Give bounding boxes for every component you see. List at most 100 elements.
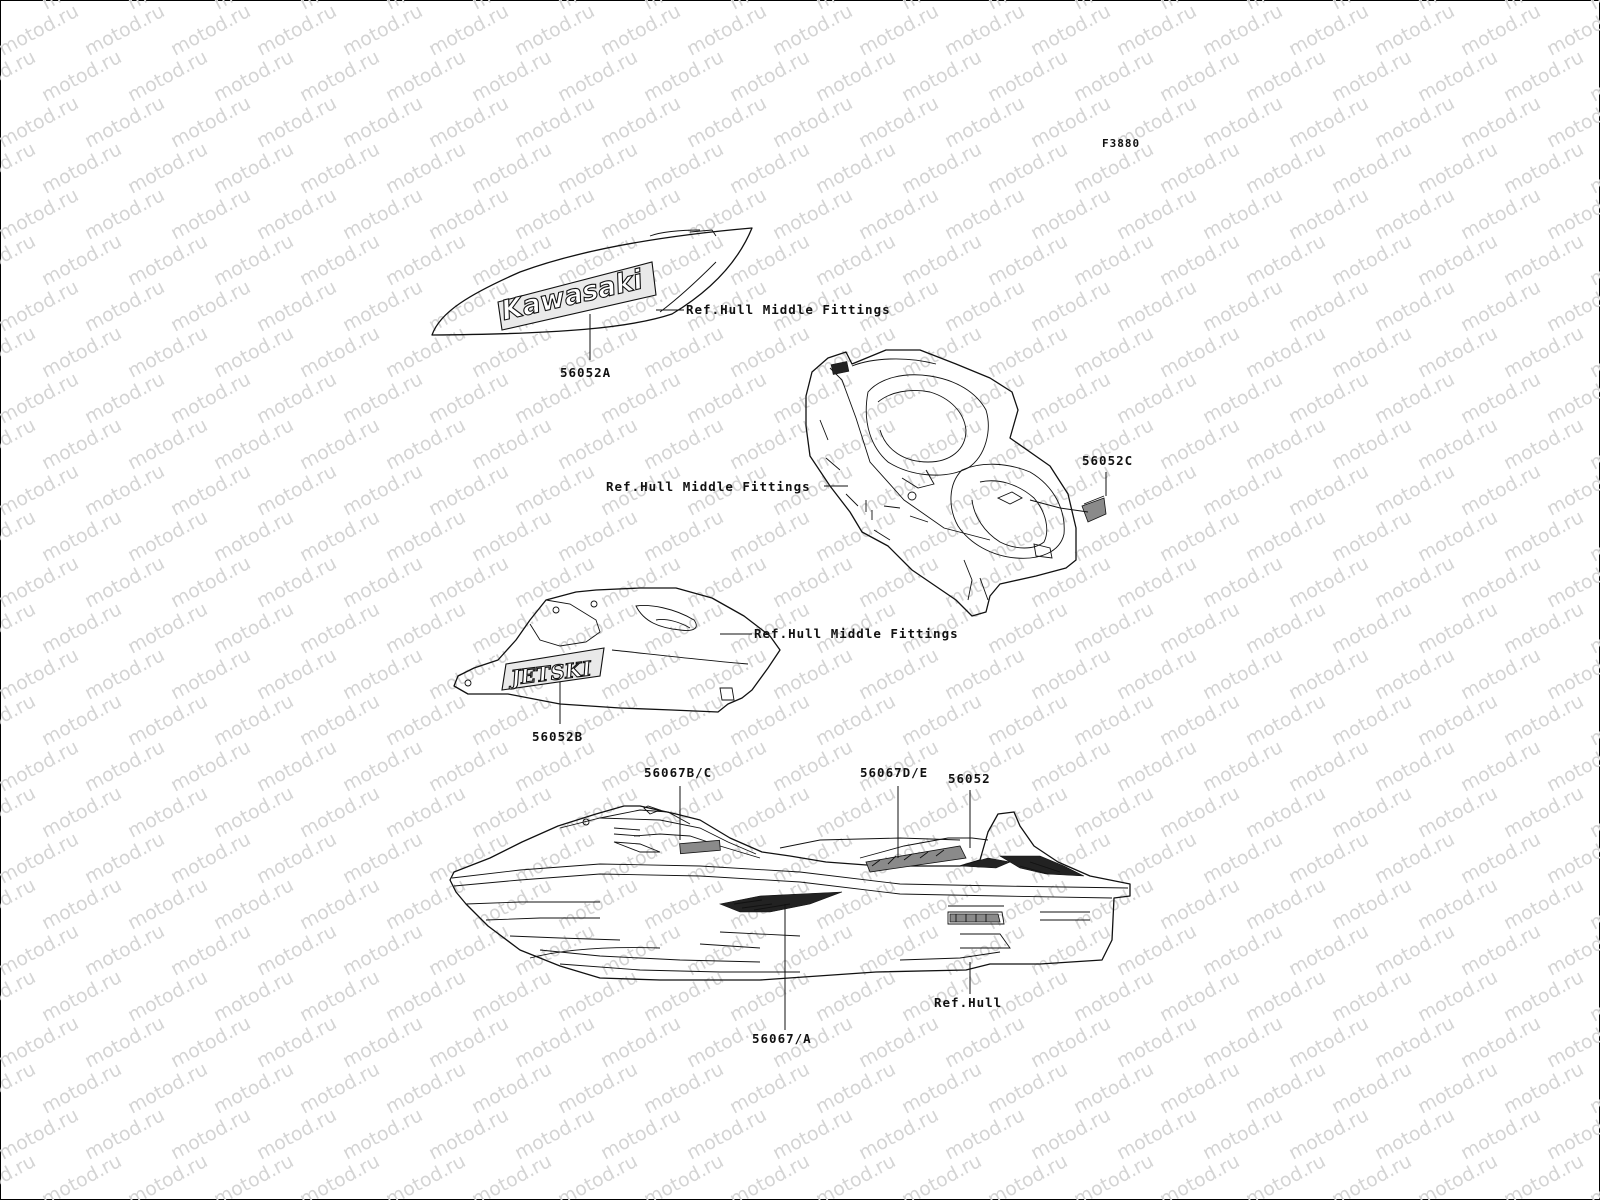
watermark-text: motod.ru — [1199, 460, 1286, 520]
watermark-text: motod.ru — [167, 460, 254, 520]
watermark-text: motod.ru — [425, 460, 512, 520]
watermark-text: motod.ru — [468, 230, 555, 290]
watermark-text: motod.ru — [769, 920, 856, 980]
watermark-text: motod.ru — [468, 414, 555, 474]
watermark-text: motod.ru — [124, 322, 211, 382]
watermark-text: motod.ru — [1586, 966, 1600, 1026]
watermark-text: motod.ru — [554, 1058, 641, 1118]
watermark-text: motod.ru — [511, 552, 598, 612]
watermark-text: motod.ru — [38, 322, 125, 382]
watermark-text: motod.ru — [1113, 736, 1200, 796]
watermark-text: motod.ru — [382, 230, 469, 290]
watermark-text: motod.ru — [1586, 322, 1600, 382]
watermark-text: motod.ru — [640, 874, 727, 934]
watermark-text: motod.ru — [1371, 92, 1458, 152]
watermark-text: motod.ru — [1156, 1058, 1243, 1118]
label-ref-hull-middle-fittings-2: Ref.Hull Middle Fittings — [606, 479, 811, 494]
watermark-text: motod.ru — [1242, 1150, 1329, 1200]
watermark-text: motod.ru — [210, 138, 297, 198]
label-part-56052: 56052 — [948, 771, 991, 786]
watermark-text: motod.ru — [1199, 368, 1286, 428]
watermark-text: motod.ru — [468, 1150, 555, 1200]
watermark-text: motod.ru — [167, 276, 254, 336]
watermark-text: motod.ru — [1070, 782, 1157, 842]
watermark-text: motod.ru — [0, 644, 82, 704]
watermark-text: motod.ru — [855, 0, 942, 60]
watermark-text: motod.ru — [0, 920, 82, 980]
watermark-text: motod.ru — [1285, 276, 1372, 336]
watermark-text: motod.ru — [1328, 966, 1415, 1026]
watermark-text: motod.ru — [1027, 644, 1114, 704]
watermark-text: motod.ru — [1027, 1012, 1114, 1072]
watermark-text: motod.ru — [1414, 598, 1501, 658]
watermark-text: motod.ru — [296, 322, 383, 382]
watermark-text: motod.ru — [167, 920, 254, 980]
watermark-text: motod.ru — [1027, 920, 1114, 980]
watermark-text: motod.ru — [1285, 1012, 1372, 1072]
watermark-text: motod.ru — [1242, 322, 1329, 382]
watermark-text: motod.ru — [38, 1150, 125, 1200]
watermark-text: motod.ru — [253, 828, 340, 888]
watermark-text: motod.ru — [1242, 598, 1329, 658]
watermark-text: motod.ru — [1457, 368, 1544, 428]
watermark-text: motod.ru — [812, 1150, 899, 1200]
watermark-text: motod.ru — [468, 598, 555, 658]
watermark-text: motod.ru — [425, 1012, 512, 1072]
watermark-text: motod.ru — [1586, 506, 1600, 566]
watermark-text: motod.ru — [210, 598, 297, 658]
watermark-text: motod.ru — [1371, 736, 1458, 796]
watermark-text: motod.ru — [941, 1012, 1028, 1072]
watermark-text: motod.ru — [984, 1150, 1071, 1200]
watermark-text: motod.ru — [1371, 644, 1458, 704]
watermark-text: motod.ru — [1156, 874, 1243, 934]
watermark-text: motod.ru — [640, 414, 727, 474]
watermark-text: motod.ru — [640, 138, 727, 198]
watermark-text: motod.ru — [1371, 1012, 1458, 1072]
watermark-text: motod.ru — [1156, 506, 1243, 566]
watermark-text: motod.ru — [683, 552, 770, 612]
watermark-text: motod.ru — [1500, 874, 1587, 934]
watermark-text: motod.ru — [1457, 552, 1544, 612]
watermark-text: motod.ru — [81, 1104, 168, 1164]
watermark-text: motod.ru — [554, 874, 641, 934]
watermark-text: motod.ru — [38, 230, 125, 290]
label-part-56067a: 56067/A — [752, 1031, 812, 1046]
watermark-text: motod.ru — [124, 598, 211, 658]
watermark-text: motod.ru — [468, 966, 555, 1026]
watermark-text: motod.ru — [1500, 414, 1587, 474]
watermark-text: motod.ru — [1070, 598, 1157, 658]
watermark-text: motod.ru — [1371, 276, 1458, 336]
watermark-text: motod.ru — [1328, 46, 1415, 106]
watermark-text: motod.ru — [1371, 460, 1458, 520]
watermark-text: motod.ru — [1414, 230, 1501, 290]
watermark-text: motod.ru — [1457, 920, 1544, 980]
watermark-text: motod.ru — [855, 368, 942, 428]
watermark-text: motod.ru — [812, 782, 899, 842]
watermark-text: motod.ru — [1500, 1150, 1587, 1200]
watermark-text: motod.ru — [726, 230, 813, 290]
watermark-text: motod.ru — [1500, 322, 1587, 382]
watermark-text: motod.ru — [210, 230, 297, 290]
watermark-text: motod.ru — [1199, 0, 1286, 60]
watermark-text: motod.ru — [382, 690, 469, 750]
watermark-text: motod.ru — [167, 92, 254, 152]
watermark-text: motod.ru — [468, 46, 555, 106]
watermark-text: motod.ru — [1070, 690, 1157, 750]
watermark-text: motod.ru — [984, 598, 1071, 658]
watermark-text: motod.ru — [1199, 184, 1286, 244]
watermark-text: motod.ru — [210, 874, 297, 934]
watermark-text: motod.ru — [597, 1104, 684, 1164]
watermark-text: motod.ru — [382, 598, 469, 658]
watermark-text: motod.ru — [339, 1012, 426, 1072]
watermark-text: motod.ru — [769, 736, 856, 796]
watermark-text: motod.ru — [1199, 1012, 1286, 1072]
watermark-text: motod.ru — [769, 0, 856, 60]
watermark-text: motod.ru — [167, 1012, 254, 1072]
watermark-text: motod.ru — [683, 184, 770, 244]
watermark-text: motod.ru — [640, 690, 727, 750]
watermark-text: motod.ru — [941, 276, 1028, 336]
watermark-text: motod.ru — [382, 414, 469, 474]
watermark-text: motod.ru — [1070, 1058, 1157, 1118]
watermark-text: motod.ru — [1285, 1104, 1372, 1164]
watermark-text: motod.ru — [726, 46, 813, 106]
